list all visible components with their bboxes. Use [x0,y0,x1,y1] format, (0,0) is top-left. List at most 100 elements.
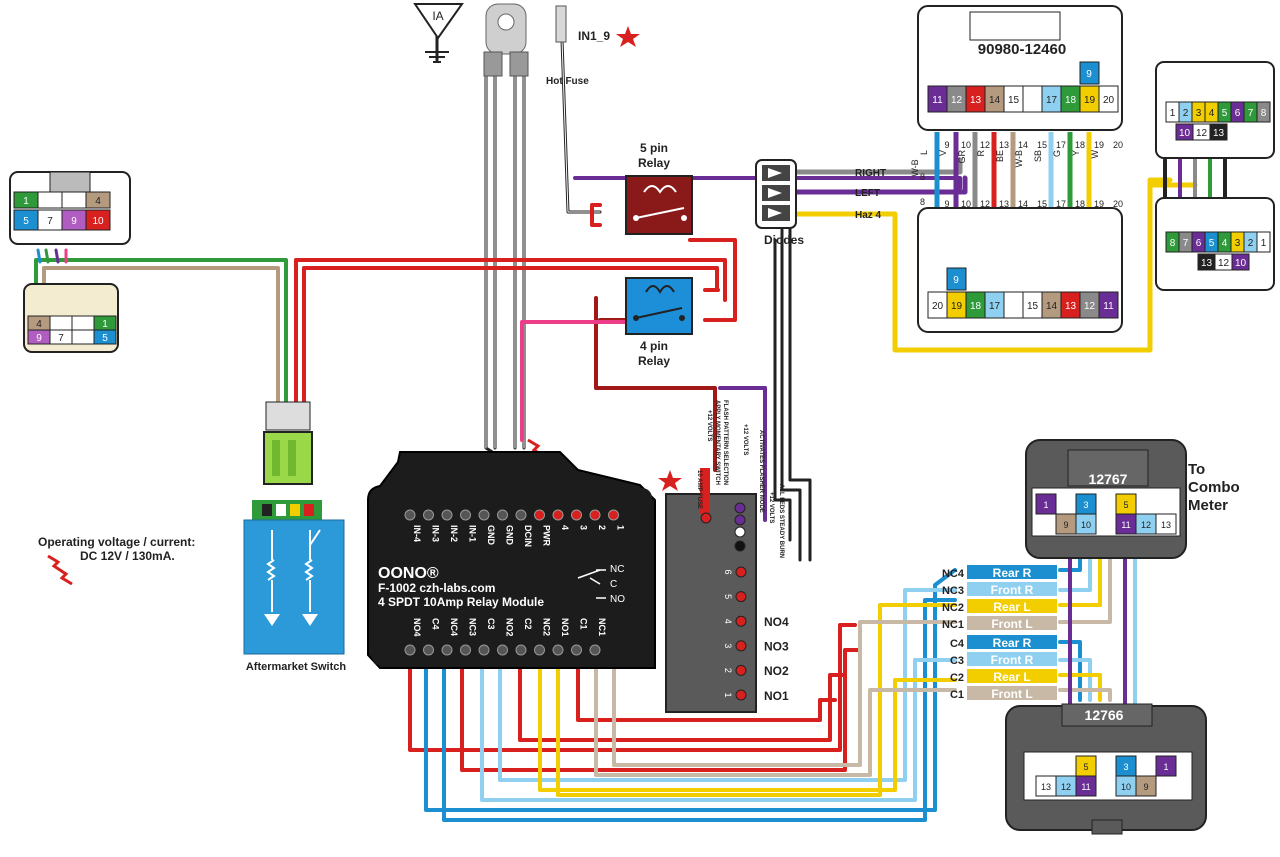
lc-bottom-row2-cell [93,329,117,345]
c12767-pin-label-2: 10 [1081,520,1091,530]
c12766-pin-label-2: 13 [1041,782,1051,792]
module-top-pin-label: DCIN [523,525,533,547]
lc-bottom-cell [49,315,73,331]
rc-top-row2-pin-label: 13 [1213,128,1225,139]
module-bottom-pin [571,644,582,656]
module-bottom-pin [497,644,508,656]
operating-voltage-note: Operating voltage / current: DC 12V / 13… [38,438,553,586]
rc-top-pin-label: 4 [1209,108,1215,119]
module-bottom-pin-label: NO2 [505,618,515,637]
legend-pin: C1 [950,689,964,701]
legend-label: Front R [991,583,1034,597]
c12766-cell [1155,755,1177,777]
c90-wire-num: 14 [1018,140,1028,150]
c90-wire-letter: R [976,150,986,157]
c90-top-cell [1098,85,1119,113]
legend-pin: NC1 [942,619,964,631]
flasher-pin [735,664,747,676]
legend-label: Rear L [993,600,1030,614]
legend-swatch [967,686,1057,700]
c90-wire-num-bottom: 20 [1113,199,1123,209]
no-label: NO [610,594,625,605]
c90-left-num-2: 8 [920,197,925,207]
module-top-pin [589,509,601,521]
legend-pin: C3 [950,655,964,667]
legend-pin: NC4 [942,568,965,580]
nc-label: NC [610,564,624,575]
left-label: LEFT [855,188,880,199]
module-bottom-pin [552,644,564,656]
c12766-pin-label: 1 [1163,762,1168,772]
c90-top-extra-cell [1079,61,1100,85]
c90-bottom-cell [1003,291,1024,319]
module-top-pin-label: 4 [560,525,570,530]
to-combo-line-3: Meter [1188,497,1228,514]
rc-bottom-row2-pin-label: 13 [1201,258,1213,269]
lc-top-cell [85,191,111,209]
legend-label: Rear R [993,636,1032,650]
c90-wire-letter: L [919,150,929,155]
lc-bottom-pin-label: 1 [102,319,108,330]
c90-bottom-cell [1098,291,1119,319]
rc-top-pin-label: 6 [1235,108,1241,119]
legend-swatch [967,635,1057,649]
aftermarket-switch: Aftermarket Switch [243,500,346,673]
relay5-label-1: 5 pin [640,141,668,155]
legend-label: Front L [991,687,1032,701]
c90-wire-num-bottom: 10 [961,199,971,209]
ground-symbol: IA [413,3,464,63]
power-icon [47,554,73,586]
c90-bottom-pin-label: 20 [932,301,944,312]
module-top-pin [441,509,453,521]
connector-12766-label: 12766 [1085,707,1124,723]
legend-swatch [967,582,1057,596]
rc-bottom-pin-label: 6 [1196,238,1202,249]
c90-bottom-extra-label: 9 [953,275,959,286]
module-top-pin-label: PWR [542,525,552,546]
c90-bottom-pin-label: 11 [1103,301,1114,312]
legend-pin: NC3 [942,585,964,597]
c12767-pin-label: 3 [1083,500,1088,510]
legend-pin: C2 [950,672,964,684]
c90-wire-num: 12 [980,140,990,150]
c90-top-pin-label: 19 [1084,95,1096,106]
c90-bottom-pin-label: 15 [1027,301,1039,312]
module-bottom-pin [534,644,545,656]
legend-label: Rear L [993,670,1030,684]
module-bottom-pin-label: NO1 [560,618,570,637]
rc-bottom-row2-cell [1231,253,1250,271]
flasher-pin-label: 5 [723,594,733,599]
relay4-label-2: Relay [638,354,670,368]
lc-top-pin-label: 4 [95,196,101,207]
c90-wire-num-bottom: 9 [944,199,949,209]
hot-fuse-label: Hot Fuse [546,76,589,87]
module-top-pin-label: IN-3 [431,525,441,542]
c12767-cell-2 [1155,513,1177,535]
c90-top-pin-label: 17 [1046,95,1058,106]
c12766-cell-2 [1075,775,1097,797]
lc-top-row2-cell [85,209,111,231]
legend-pin: C4 [950,638,965,650]
rc-bottom-pin-label: 2 [1248,238,1254,249]
module-bottom-pin [423,644,434,656]
c90-wire-num: 13 [999,140,1009,150]
twelve-volts: +12 VOLTS [706,410,712,441]
flasher-pin [735,591,747,603]
connector-90980-wires: L99V1010GR1212R1313BE1414W-B1515SB1717G1… [910,132,1123,209]
module-bottom-pin [441,644,453,656]
c90-wire-num: 17 [1056,140,1066,150]
haz-label: Haz 4 [855,210,882,221]
c90-wire-num-bottom: 19 [1094,199,1104,209]
c90-wire-num-bottom: 15 [1037,199,1047,209]
module-bottom-pin-label: NC3 [468,618,478,636]
c90-wire-num: 15 [1037,140,1047,150]
c12766-pin-label-2: 11 [1081,782,1090,792]
c12767-pin-label-2: 11 [1121,520,1130,530]
legend-label: Front L [991,617,1032,631]
c90-wire-num-bottom: 13 [999,199,1009,209]
module-bottom-pin-label: NO4 [412,618,422,637]
module-top-pin [515,509,527,521]
